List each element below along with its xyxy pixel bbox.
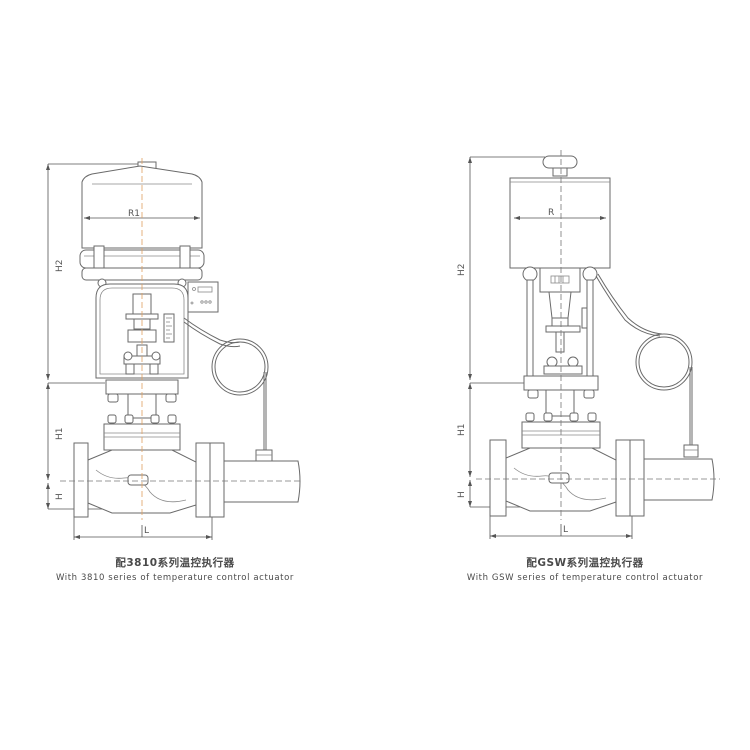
dim-h2-label-right: H2	[457, 264, 467, 277]
left-caption: 配3810系列温控执行器 With 3810 series of tempera…	[40, 555, 310, 583]
dim-h1-label-right: H1	[457, 424, 467, 437]
dim-r-label: R	[548, 208, 554, 218]
dim-r1-label: R1	[128, 209, 140, 219]
right-valve-drawing: H2 H1 H L R	[457, 150, 720, 539]
dim-h1-label: H1	[55, 428, 65, 441]
dim-h-label: H	[55, 493, 65, 500]
right-caption-en: With GSW series of temperature control a…	[466, 573, 704, 583]
left-valve-drawing: H2 H1 H L R1	[46, 158, 301, 540]
dim-h2-label: H2	[55, 260, 65, 273]
dim-l-label-right: L	[563, 525, 568, 535]
right-caption-cn: 配GSW系列温控执行器	[526, 557, 644, 569]
dim-l-label: L	[144, 526, 149, 536]
right-caption: 配GSW系列温控执行器 With GSW series of temperatu…	[435, 555, 735, 583]
dim-h-label-right: H	[457, 491, 467, 498]
left-caption-en: With 3810 series of temperature control …	[55, 573, 295, 583]
left-caption-cn: 配3810系列温控执行器	[115, 557, 235, 569]
